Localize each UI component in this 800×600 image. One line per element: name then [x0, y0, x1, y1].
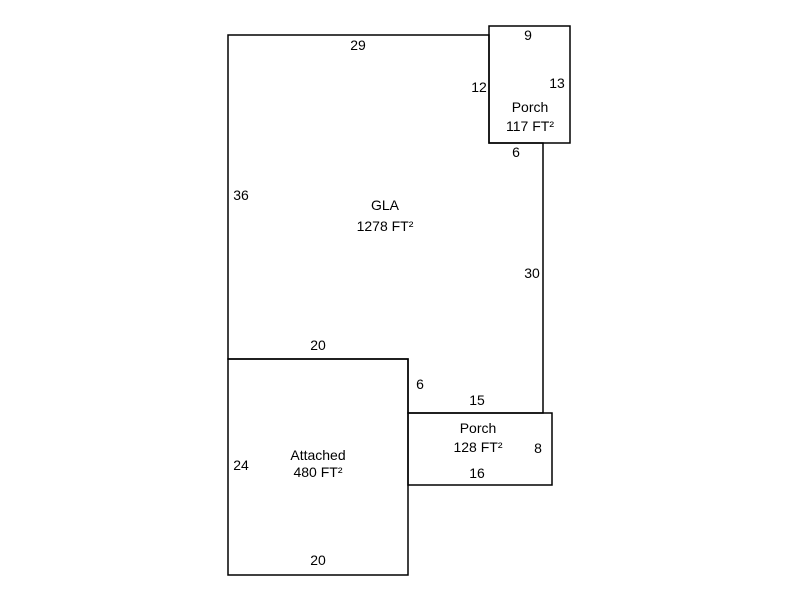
dim-attached-left: 24 — [233, 457, 249, 473]
dim-porch-top-left: 12 — [471, 79, 487, 95]
dim-porch-top-right: 13 — [549, 75, 565, 91]
dim-gla-porch-bottom: 6 — [512, 144, 520, 160]
dim-attached-top: 20 — [310, 337, 326, 353]
attached-area: 480 FT² — [293, 464, 342, 480]
gla-area: 1278 FT² — [357, 218, 414, 234]
dim-porch-top-width: 9 — [524, 27, 532, 43]
dim-gla-right: 30 — [524, 265, 540, 281]
porch-bottom-outline — [407, 412, 553, 486]
attached-label: Attached — [290, 447, 345, 463]
dim-gla-step: 6 — [416, 376, 424, 392]
porch-bottom-area: 128 FT² — [453, 439, 502, 455]
dim-porch-bottom-bottom: 16 — [469, 465, 485, 481]
dim-attached-bottom: 20 — [310, 552, 326, 568]
dim-gla-top: 29 — [350, 37, 366, 53]
gla-label: GLA — [371, 197, 400, 213]
porch-top-outline — [488, 25, 571, 144]
dim-porch-bottom-right: 8 — [534, 440, 542, 456]
porch-top-label: Porch — [512, 99, 549, 115]
dim-porch-bottom-top: 15 — [469, 392, 485, 408]
porch-bottom-label: Porch — [460, 420, 497, 436]
dim-gla-left: 36 — [233, 187, 249, 203]
porch-top-area: 117 FT² — [506, 118, 554, 134]
